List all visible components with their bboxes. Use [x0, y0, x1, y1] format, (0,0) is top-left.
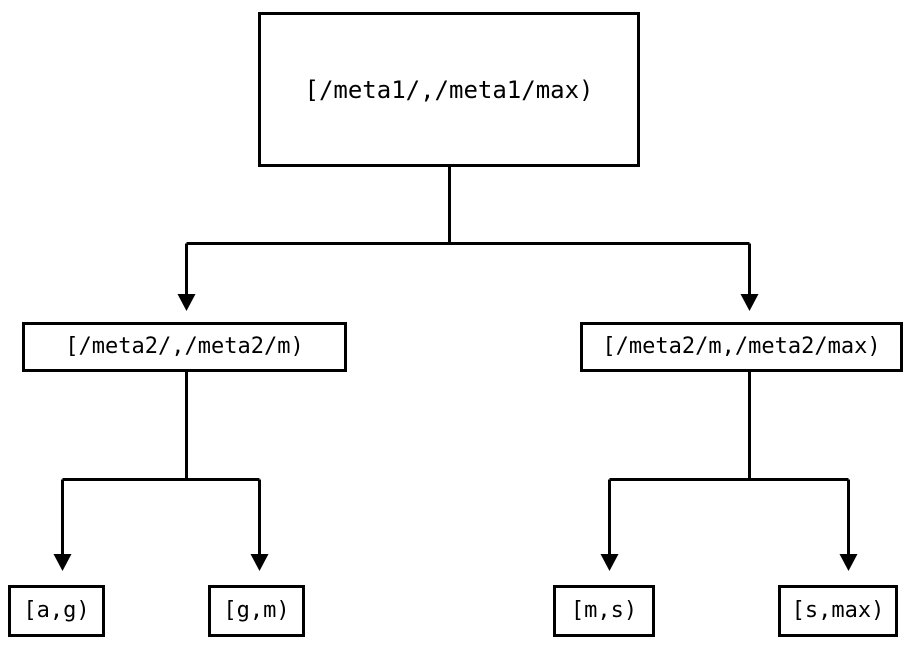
- tree-node-mid-right-label: [/meta2/m,/meta2/max): [602, 334, 881, 359]
- tree-node-leaf-gm[interactable]: [g,m): [208, 585, 305, 637]
- tree-node-leaf-smax[interactable]: [s,max): [778, 585, 898, 637]
- arrowhead-to-leaf-ag: [53, 554, 72, 571]
- arrowhead-to-mid-right: [740, 294, 759, 311]
- arrowhead-to-leaf-gm: [250, 554, 269, 571]
- tree-node-leaf-ms-label: [m,s): [570, 598, 638, 623]
- tree-node-leaf-ag[interactable]: [a,g): [8, 585, 105, 637]
- arrowhead-to-mid-left: [177, 294, 196, 311]
- edge-midleft-to-leaves-group: [53, 372, 269, 571]
- arrowhead-to-leaf-smax: [839, 554, 858, 571]
- edge-root-to-mid-group: [177, 167, 759, 311]
- tree-node-leaf-smax-label: [s,max): [791, 598, 885, 623]
- tree-node-leaf-ag-label: [a,g): [23, 598, 90, 623]
- tree-node-leaf-ms[interactable]: [m,s): [553, 585, 655, 637]
- arrowhead-to-leaf-ms: [600, 554, 619, 571]
- tree-node-root[interactable]: [/meta1/,/meta1/max): [258, 12, 640, 167]
- tree-node-root-label: [/meta1/,/meta1/max): [304, 75, 594, 104]
- tree-node-mid-left[interactable]: [/meta2/,/meta2/m): [22, 322, 347, 372]
- tree-node-mid-left-label: [/meta2/,/meta2/m): [65, 334, 304, 359]
- tree-node-mid-right[interactable]: [/meta2/m,/meta2/max): [580, 322, 903, 372]
- tree-node-leaf-gm-label: [g,m): [223, 598, 290, 623]
- edge-midright-to-leaves-group: [600, 372, 858, 571]
